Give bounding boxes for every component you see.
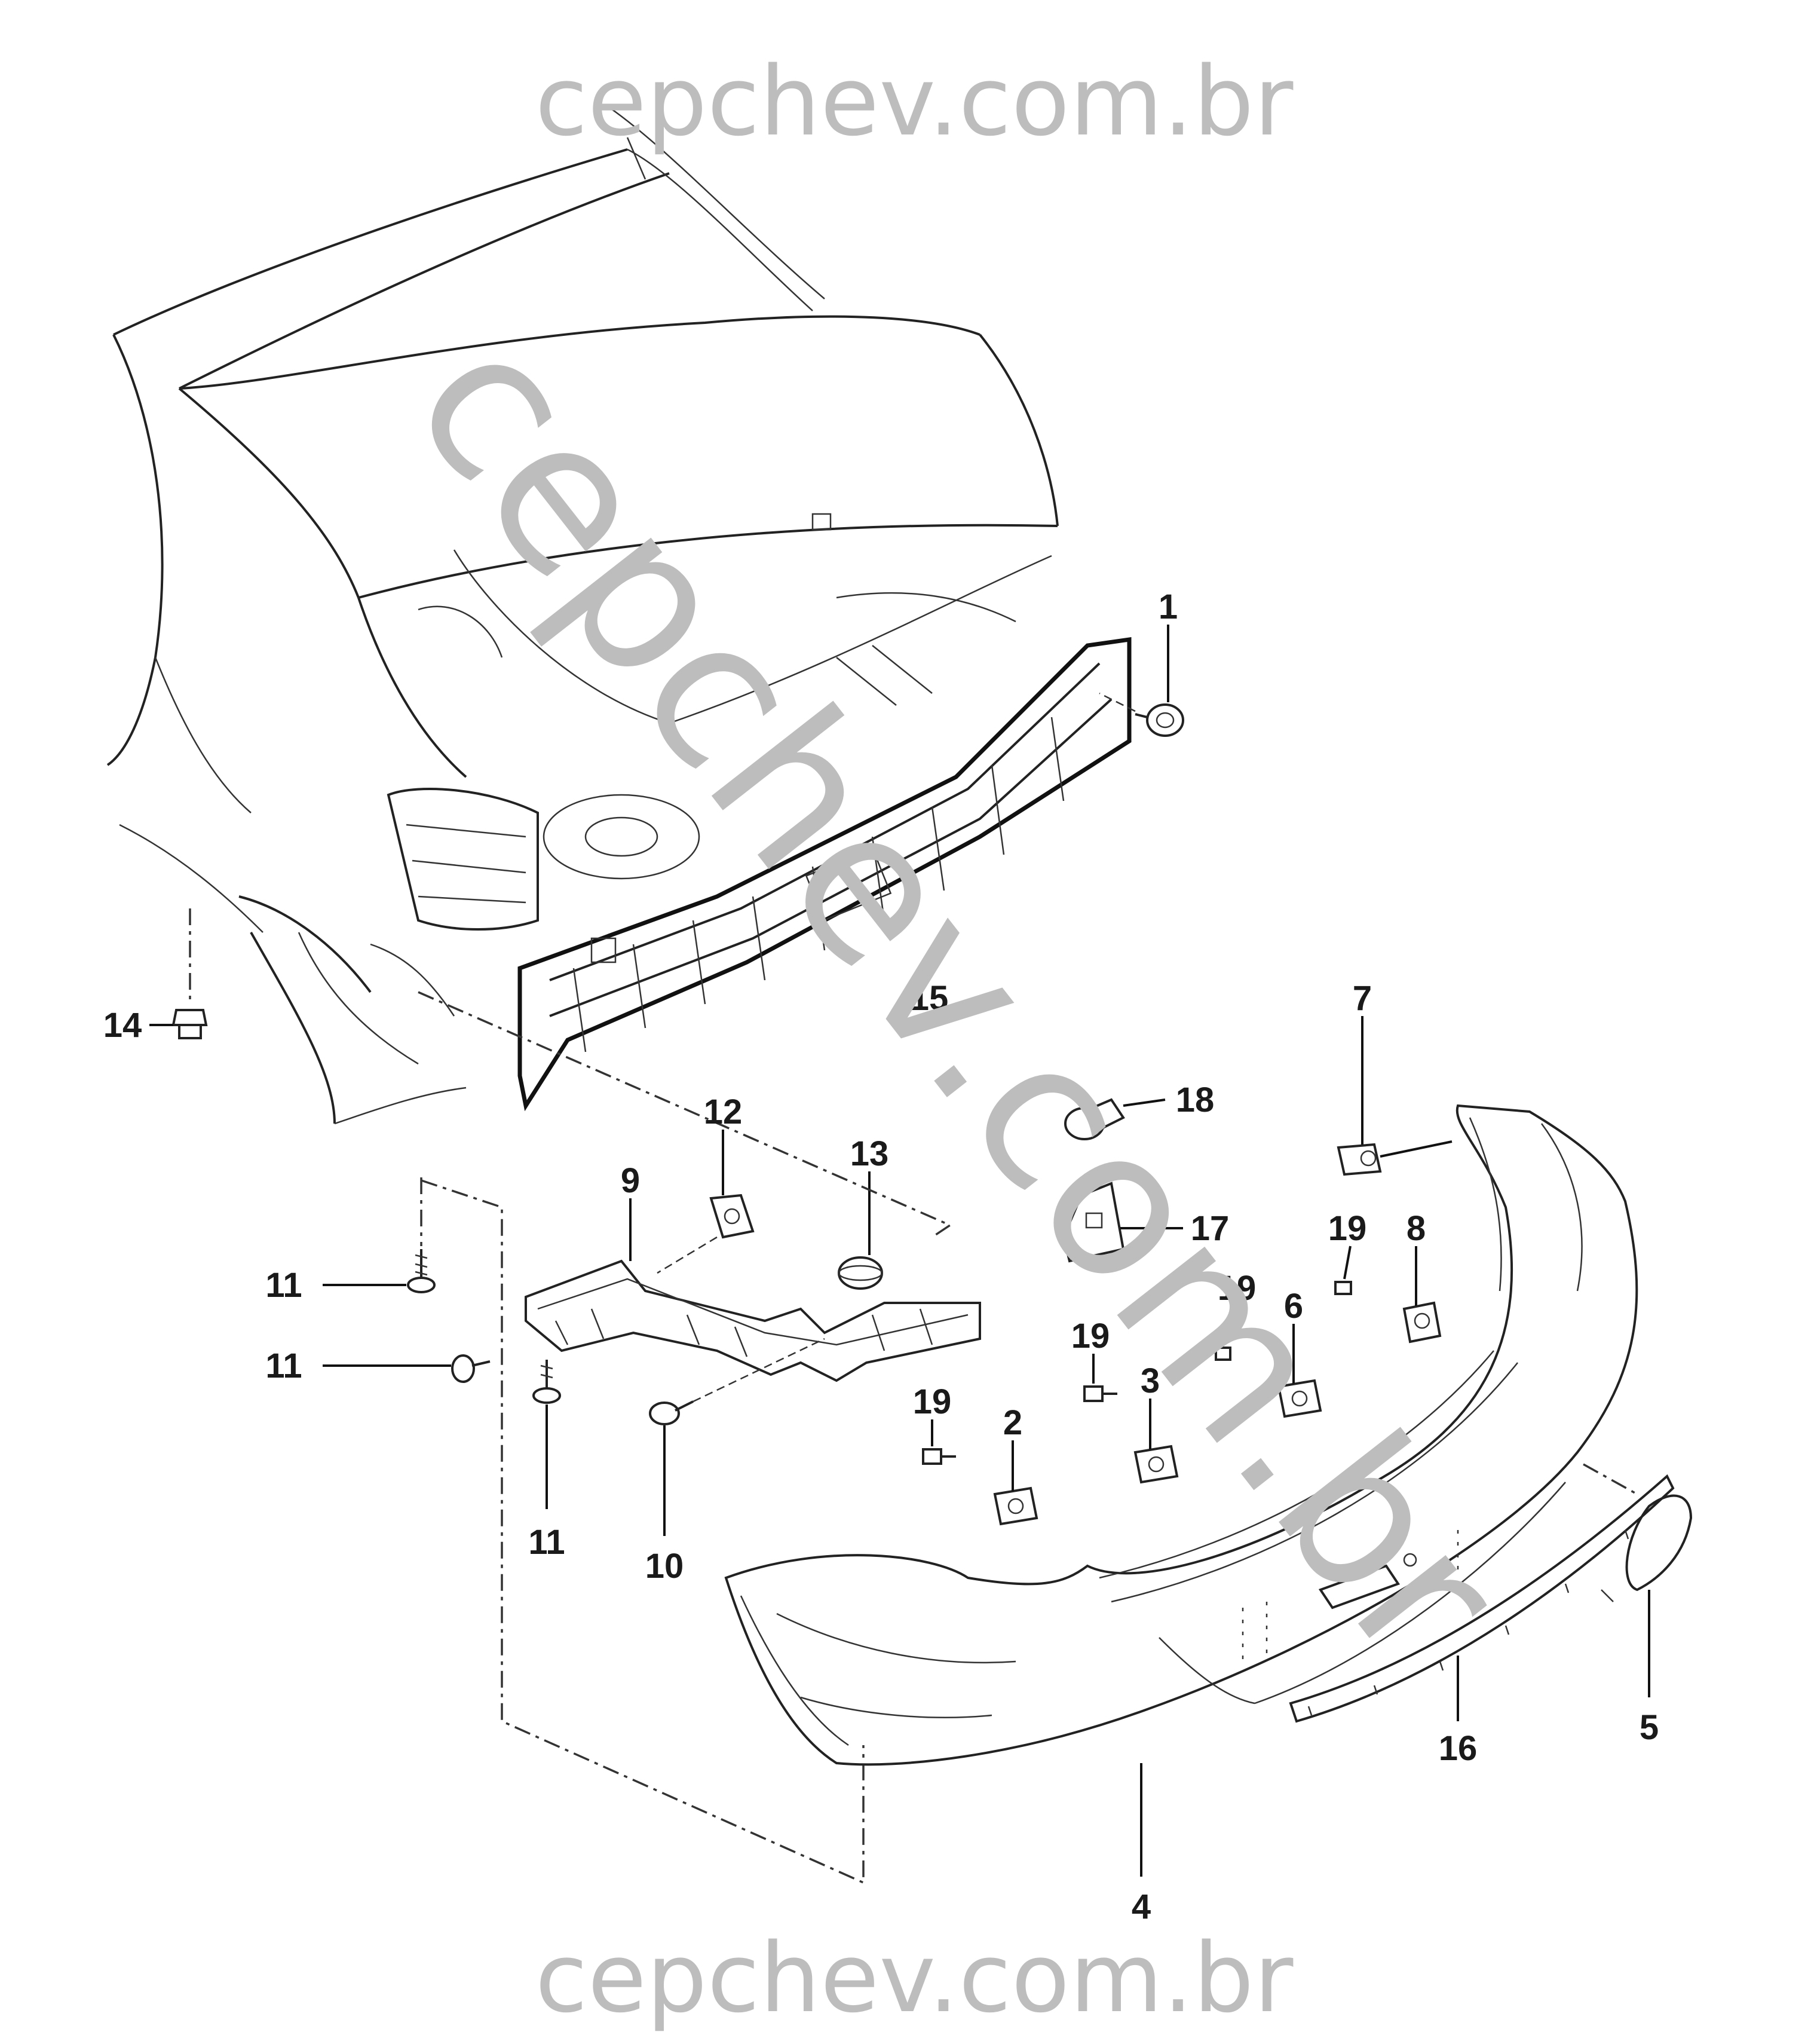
screw-part-11-a <box>323 1249 436 1293</box>
callout-5: 5 <box>1640 1708 1659 1747</box>
clip-part-19-a <box>922 1419 956 1465</box>
retainer-part-6 <box>1277 1324 1322 1418</box>
callout-2: 2 <box>1003 1403 1022 1442</box>
clip-part-19-c <box>1215 1305 1235 1361</box>
callout-19-a: 19 <box>913 1382 952 1421</box>
callout-3: 3 <box>1141 1361 1160 1400</box>
callout-6: 6 <box>1284 1287 1303 1326</box>
watermark-top: cepchev.com.br <box>535 45 1294 157</box>
callout-4: 4 <box>1132 1887 1151 1926</box>
callout-18: 18 <box>1176 1081 1215 1119</box>
clip-part-19-d <box>1334 1246 1352 1295</box>
plug-part-13 <box>838 1171 883 1290</box>
callout-9: 9 <box>621 1161 640 1200</box>
molding-strip-part-16 <box>1289 1474 1675 1723</box>
car-body-outline <box>106 106 1059 1125</box>
push-pin-part-18 <box>1064 1098 1166 1140</box>
callout-10: 10 <box>645 1547 684 1586</box>
callout-11-b: 11 <box>265 1347 302 1385</box>
callout-1: 1 <box>1159 588 1178 626</box>
callout-14: 14 <box>103 1006 142 1045</box>
callout-16: 16 <box>1439 1729 1478 1768</box>
clip-part-19-b <box>1083 1354 1117 1402</box>
callout-11-a: 11 <box>265 1266 302 1305</box>
bolt-part-10 <box>649 1338 825 1536</box>
retainer-part-2 <box>993 1440 1038 1526</box>
watermark-bottom: cepchev.com.br <box>535 1922 1294 2034</box>
screw-part-11-b <box>323 1354 491 1383</box>
callout-13: 13 <box>850 1134 889 1173</box>
screw-part-11-c <box>532 1360 561 1509</box>
callout-labels: 1 15 14 7 12 18 13 9 17 19 8 11 19 6 19 … <box>103 588 1659 1926</box>
retainer-part-8 <box>1402 1246 1442 1344</box>
nut-part-14 <box>149 908 208 1039</box>
callout-19-b: 19 <box>1071 1317 1110 1355</box>
callout-7: 7 <box>1353 979 1372 1018</box>
watermarks: cepchev.com.br cepchev.com.br cepchev.co… <box>368 45 1548 2034</box>
bracket-part-9 <box>525 1198 981 1382</box>
tow-hook-cover-part-5 <box>1601 1494 1693 1697</box>
callout-8: 8 <box>1407 1209 1426 1248</box>
callout-17: 17 <box>1191 1209 1230 1248</box>
push-clip-part-1 <box>1099 625 1184 737</box>
callout-12: 12 <box>704 1093 743 1131</box>
assembly-reference-lines <box>418 991 1638 1884</box>
callout-19-c: 19 <box>1218 1269 1257 1308</box>
callout-15: 15 <box>910 979 949 1018</box>
callout-19-d: 19 <box>1328 1209 1367 1248</box>
rear-bumper-fascia-part-4 <box>724 1104 1638 1877</box>
energy-absorber-part-15 <box>517 637 1132 1112</box>
retainer-part-3 <box>1133 1399 1179 1484</box>
clip-nut-part-7 <box>1337 1016 1453 1176</box>
clip-nut-part-12 <box>657 1130 755 1274</box>
bracket-clip-part-17 <box>1062 1182 1183 1263</box>
callout-11-c: 11 <box>528 1523 565 1562</box>
